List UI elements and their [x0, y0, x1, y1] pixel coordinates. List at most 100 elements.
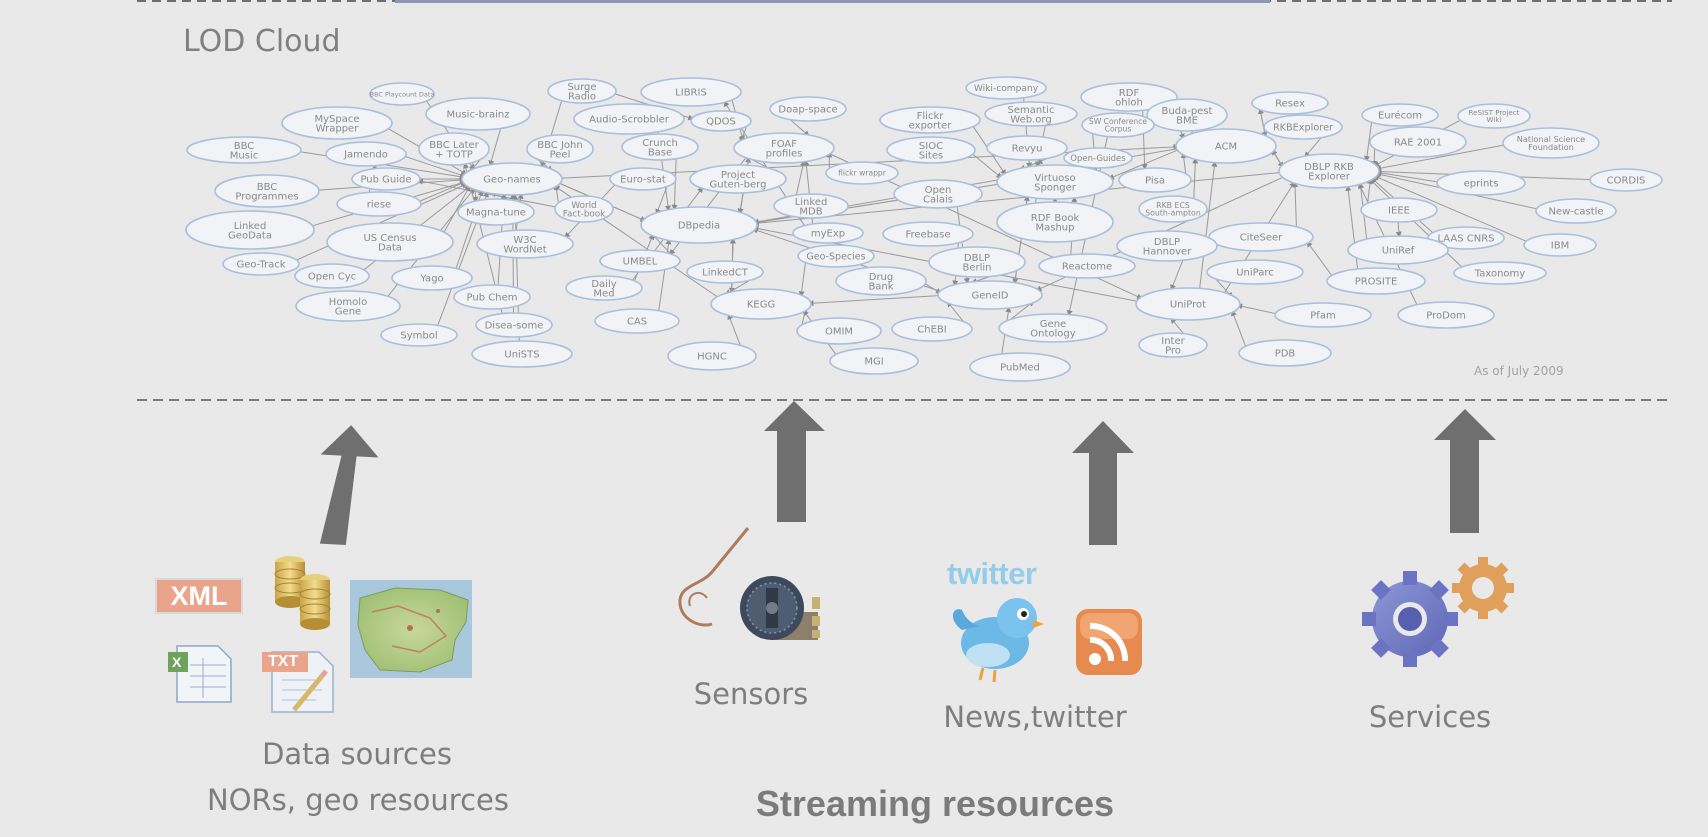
lod-link	[1373, 175, 1528, 243]
lod-node-label: Surge	[567, 82, 596, 93]
lod-dataset-node: riese	[336, 191, 422, 217]
lod-dataset-node: UniProt	[1135, 287, 1241, 321]
lod-node-label: Audio-Scrobbler	[589, 115, 670, 126]
lod-node-label: US Census	[363, 233, 416, 244]
lod-node-label: ACM	[1215, 142, 1237, 153]
lod-node-label: Explorer	[1308, 171, 1351, 182]
lod-dataset-node: CiteSeer	[1208, 222, 1314, 252]
lod-node-label: FOAF	[771, 139, 797, 150]
lod-node-label: ProDom	[1426, 311, 1465, 322]
lod-node-label: Resex	[1275, 99, 1305, 110]
lod-dataset-node: Pisa	[1118, 167, 1192, 193]
lod-node-label: OMIM	[825, 327, 853, 338]
lod-dataset-node: CORDIS	[1589, 168, 1663, 192]
spain-map-icon	[350, 580, 472, 678]
lod-node-label: GeneID	[971, 291, 1008, 302]
lod-node-label: Pub Chem	[467, 293, 518, 304]
lod-dataset-node: Geo-Track	[222, 252, 300, 276]
lod-dataset-node: CAS	[594, 308, 680, 334]
lod-dataset-node: LinkedCT	[686, 260, 764, 284]
lod-node-label: Music	[230, 150, 258, 161]
lod-node-label: Doap-space	[778, 105, 837, 116]
lod-dataset-node: Audio-Scrobbler	[573, 103, 685, 135]
lod-node-label: ChEBI	[917, 325, 946, 336]
text-file-icon	[262, 651, 334, 713]
lod-node-label: PROSITE	[1355, 277, 1398, 288]
lod-link	[1395, 221, 1402, 238]
lod-dataset-node: ChEBI	[891, 316, 973, 342]
lod-link	[1271, 148, 1284, 168]
lod-node-label: Linked	[795, 197, 828, 208]
lod-dataset-node: Reactome	[1038, 253, 1136, 279]
lod-node-label: KEGG	[747, 300, 775, 311]
lod-link	[1192, 157, 1199, 200]
nors-geo-resources-label: NORs, geo resources	[207, 783, 509, 817]
lod-node-label: Calais	[923, 194, 953, 205]
lod-node-label: Drug	[869, 272, 894, 283]
lod-link	[727, 313, 742, 347]
lod-node-label: Geo-Species	[806, 251, 865, 262]
lod-dataset-node: Yago	[391, 265, 473, 291]
lod-node-label: Pub Guide	[360, 175, 411, 186]
lod-node-label: Yago	[419, 274, 443, 285]
lod-node-label: CORDIS	[1607, 176, 1646, 187]
excel-file-icon: X	[168, 645, 232, 703]
lod-dataset-node: Resex	[1251, 91, 1329, 115]
lod-node-label: Flickr	[917, 111, 945, 122]
lod-dataset-node: ACM	[1175, 128, 1277, 164]
lod-dataset-node: KEGG	[710, 288, 812, 320]
lod-dataset-node: Freebase	[882, 221, 974, 247]
lod-node-label: BBC	[257, 182, 278, 193]
lod-link	[923, 282, 942, 294]
lod-dataset-node: RKBExplorer	[1263, 114, 1343, 140]
lod-dataset-node: DBpedia	[640, 206, 758, 244]
lod-cloud-date: As of July 2009	[1474, 364, 1564, 378]
lod-node-label: MGI	[864, 357, 883, 368]
lod-node-label: Taxonomy	[1474, 269, 1526, 280]
lod-dataset-node: QDOS	[690, 110, 752, 132]
lod-dataset-node: Music-brainz	[425, 97, 531, 131]
lod-node-label: Pro	[1165, 345, 1181, 356]
lod-node-label: Web.org	[1010, 114, 1051, 125]
lod-dataset-node: BBC Later+ TOTP	[418, 132, 490, 166]
lod-dataset-node: Euro-stat	[609, 167, 677, 191]
lod-node-label: Project	[721, 170, 755, 181]
lod-node-label: Mashup	[1036, 222, 1075, 233]
lod-node-label: BBC	[234, 141, 255, 152]
lod-dataset-node: UMBEL	[599, 249, 681, 273]
lod-dataset-node: PROSITE	[1326, 267, 1426, 295]
lod-link	[1180, 151, 1187, 176]
lod-dataset-node: GeneID	[937, 280, 1043, 310]
lod-dataset-node: Geo-names	[461, 162, 563, 196]
lod-node-label: PubMed	[1000, 363, 1040, 374]
lod-node-label: CAS	[627, 317, 647, 328]
lod-node-label: Freebase	[905, 230, 950, 241]
lod-node-label: DBLP RKB	[1304, 162, 1354, 173]
lod-node-label: BBC Playcount Data	[370, 90, 435, 98]
lod-node-label: QDOS	[706, 117, 736, 128]
lod-link	[1236, 303, 1278, 315]
lod-node-label: National Science	[1517, 134, 1585, 144]
lod-node-label: Symbol	[400, 331, 437, 342]
lod-node-label: SW Conference	[1089, 117, 1147, 126]
lod-node-label: Hannover	[1143, 246, 1193, 257]
lod-node-label: Inter	[1161, 336, 1185, 347]
lod-dataset-node: OMIM	[796, 317, 882, 345]
lod-link	[798, 261, 807, 298]
lod-node-label: flickr wrappr	[838, 169, 887, 178]
lod-node-label: Semantic	[1008, 105, 1055, 116]
lod-dataset-node: Open-Guides	[1063, 147, 1133, 169]
lod-node-label: UMBEL	[623, 257, 658, 268]
lod-node-label: HGNC	[697, 352, 727, 363]
lod-dataset-node: Doap-space	[769, 96, 847, 122]
lod-link	[1375, 170, 1440, 183]
